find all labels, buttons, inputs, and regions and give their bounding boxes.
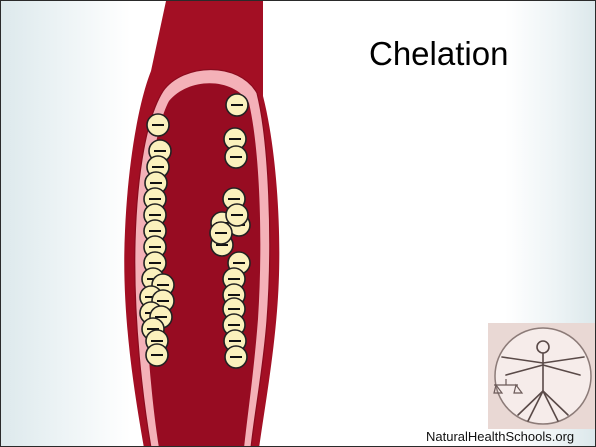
chelator-particle	[147, 114, 169, 136]
chelator-particle	[146, 344, 168, 366]
chelator-particle	[226, 204, 248, 226]
footer-website: NaturalHealthSchools.org	[426, 429, 574, 444]
slide-title: Chelation	[369, 35, 508, 73]
chelator-particle	[226, 94, 248, 116]
chelator-particle	[225, 346, 247, 368]
chelator-particle	[210, 222, 232, 244]
vitruvian-man-icon	[488, 323, 596, 429]
chelator-particle	[225, 146, 247, 168]
